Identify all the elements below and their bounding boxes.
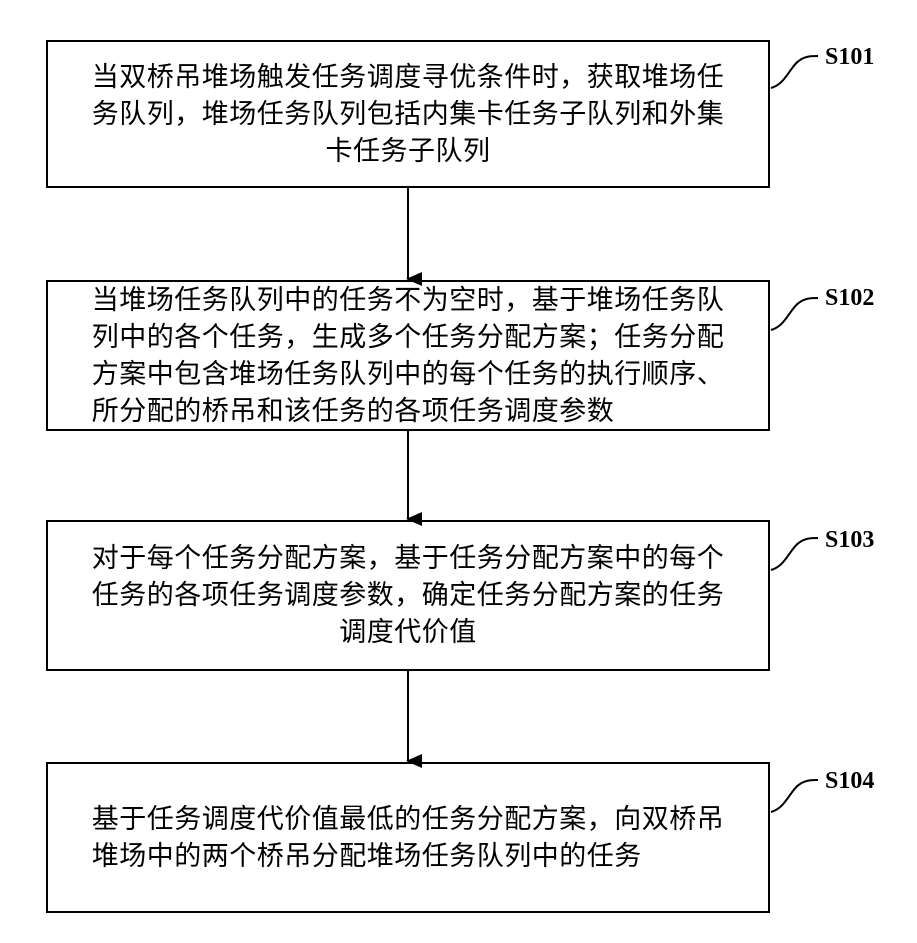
leader-line-s104: [771, 780, 818, 812]
step-label-s103: S103: [825, 527, 874, 554]
step-line: 卡任务子队列: [92, 133, 725, 170]
step-text-s103: 对于每个任务分配方案，基于任务分配方案中的每个 任务的各项任务调度参数，确定任务…: [92, 540, 725, 651]
leader-line-s103: [771, 538, 818, 570]
step-text-s101: 当双桥吊堆场触发任务调度寻优条件时，获取堆场任 务队列，堆场任务队列包括内集卡任…: [92, 59, 725, 170]
step-line: 对于每个任务分配方案，基于任务分配方案中的每个: [92, 540, 725, 577]
step-text-s102: 当堆场任务队列中的任务不为空时，基于堆场任务队 列中的各个任务，生成多个任务分配…: [92, 282, 725, 430]
step-box-s102: 当堆场任务队列中的任务不为空时，基于堆场任务队 列中的各个任务，生成多个任务分配…: [46, 280, 770, 431]
step-line: 当堆场任务队列中的任务不为空时，基于堆场任务队: [92, 282, 725, 319]
step-text-s104: 基于任务调度代价值最低的任务分配方案，向双桥吊 堆场中的两个桥吊分配堆场任务队列…: [92, 801, 725, 875]
step-line: 列中的各个任务，生成多个任务分配方案；任务分配: [92, 319, 725, 356]
step-line: 堆场中的两个桥吊分配堆场任务队列中的任务: [92, 838, 725, 875]
step-box-s103: 对于每个任务分配方案，基于任务分配方案中的每个 任务的各项任务调度参数，确定任务…: [46, 520, 770, 671]
step-label-s104: S104: [825, 768, 874, 795]
step-label-s102: S102: [825, 285, 874, 312]
step-line: 当双桥吊堆场触发任务调度寻优条件时，获取堆场任: [92, 59, 725, 96]
step-line: 方案中包含堆场任务队列中的每个任务的执行顺序、: [92, 356, 725, 393]
step-line: 务队列，堆场任务队列包括内集卡任务子队列和外集: [92, 96, 725, 133]
step-box-s104: 基于任务调度代价值最低的任务分配方案，向双桥吊 堆场中的两个桥吊分配堆场任务队列…: [46, 762, 770, 913]
step-line: 所分配的桥吊和该任务的各项任务调度参数: [92, 393, 725, 430]
step-line: 任务的各项任务调度参数，确定任务分配方案的任务: [92, 577, 725, 614]
step-line: 调度代价值: [92, 614, 725, 651]
step-box-s101: 当双桥吊堆场触发任务调度寻优条件时，获取堆场任 务队列，堆场任务队列包括内集卡任…: [46, 40, 770, 188]
leader-line-s101: [771, 56, 818, 88]
step-label-s101: S101: [825, 44, 874, 71]
step-line: 基于任务调度代价值最低的任务分配方案，向双桥吊: [92, 801, 725, 838]
leader-line-s102: [771, 298, 818, 330]
